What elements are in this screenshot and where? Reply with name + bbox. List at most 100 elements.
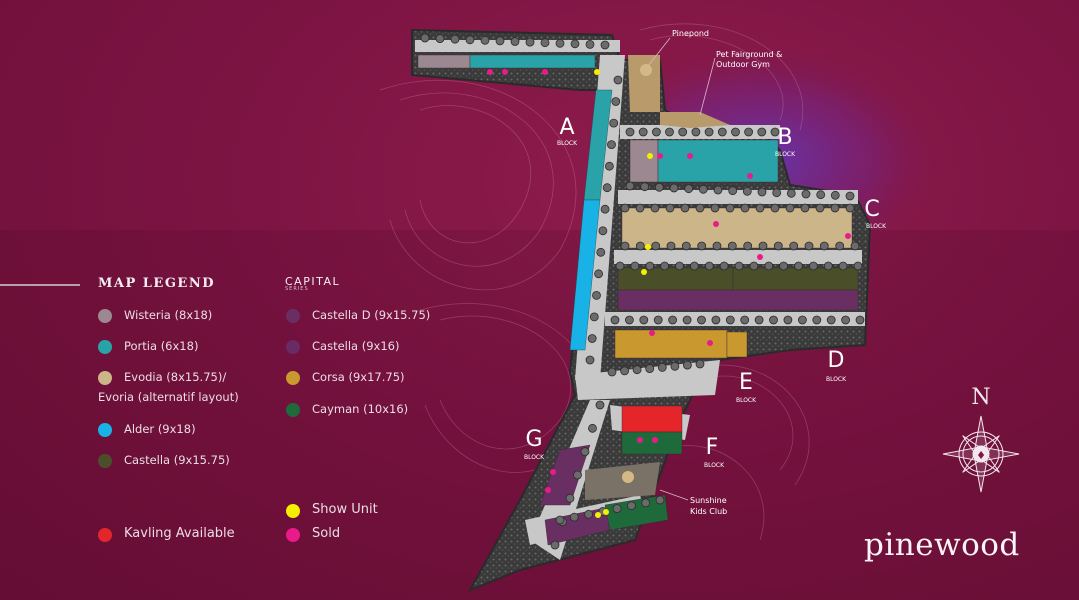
tree-icon	[654, 182, 664, 192]
tree-icon	[764, 261, 774, 271]
sold-marker	[707, 340, 713, 346]
lots-block-f	[621, 405, 683, 455]
tree-icon	[609, 118, 619, 128]
show-unit-marker	[641, 269, 647, 275]
tree-icon	[816, 190, 826, 200]
kids-club-label-1: Sunshine	[690, 496, 727, 505]
tree-icon	[595, 400, 605, 410]
tree-icon	[420, 33, 430, 43]
tree-icon	[704, 127, 714, 137]
swatch-icon	[286, 504, 300, 518]
sold-marker	[652, 437, 658, 443]
tree-icon	[830, 190, 840, 200]
tree-icon	[712, 241, 722, 251]
tree-icon	[783, 315, 793, 325]
tree-icon	[540, 38, 550, 48]
tree-icon	[744, 127, 753, 137]
tree-icon	[665, 203, 675, 213]
tree-icon	[717, 127, 727, 137]
tree-icon	[773, 241, 783, 251]
tree-icon	[678, 127, 688, 137]
tree-icon	[615, 261, 625, 271]
tree-icon	[754, 315, 764, 325]
legend-item-alder: Alder (9x18)	[98, 422, 196, 439]
sold-marker	[542, 69, 548, 75]
pet-fairground-area	[660, 112, 730, 128]
tree-icon	[660, 261, 669, 271]
tree-icon	[638, 127, 648, 137]
tree-icon	[850, 241, 860, 251]
swatch-icon	[98, 423, 112, 437]
tree-icon	[835, 241, 845, 251]
tree-icon	[555, 38, 565, 48]
swatch-icon	[286, 340, 300, 354]
kids-club-area	[585, 462, 660, 500]
tree-icon	[670, 361, 680, 371]
tree-icon	[555, 515, 565, 525]
tree-icon	[830, 203, 840, 213]
tree-icon	[666, 241, 676, 251]
tree-icon	[684, 184, 694, 194]
legend-label: Sold	[312, 526, 341, 541]
tree-icon	[584, 509, 593, 519]
block-a-sub: BLOCK	[557, 140, 578, 147]
tree-icon	[819, 241, 829, 251]
legend-label-line2: Evoria (alternatif layout)	[98, 390, 239, 404]
compass: N ♦	[940, 385, 1022, 495]
tree-icon	[598, 226, 608, 236]
sold-marker	[649, 330, 655, 336]
swatch-icon	[98, 340, 112, 354]
tree-icon	[743, 241, 753, 251]
tree-icon	[610, 315, 620, 325]
lots-a-top	[417, 54, 596, 69]
tree-icon	[725, 203, 735, 213]
pinepond-label: Pinepond	[672, 29, 709, 38]
block-b-sub: BLOCK	[775, 151, 796, 158]
sold-marker	[545, 487, 551, 493]
tree-icon	[580, 447, 590, 457]
tree-icon	[698, 184, 708, 194]
tree-icon	[585, 355, 595, 365]
legend-rule	[0, 284, 80, 286]
tree-icon	[650, 203, 660, 213]
tree-icon	[607, 140, 616, 150]
tree-icon	[711, 315, 721, 325]
tree-icon	[838, 261, 848, 271]
tree-icon	[587, 334, 597, 343]
legend-label: Show Unit	[312, 502, 378, 517]
tree-icon	[845, 203, 855, 213]
tree-icon	[640, 182, 650, 192]
tree-icon	[450, 34, 460, 44]
tree-icon	[495, 36, 505, 46]
sold-marker	[747, 173, 753, 179]
tree-icon	[585, 40, 595, 49]
sold-marker	[657, 153, 663, 159]
tree-icon	[600, 40, 610, 50]
block-a-letter: A	[559, 115, 574, 140]
tree-icon	[655, 495, 665, 505]
capital-series-title: CAPITAL	[285, 275, 341, 288]
pinepond-area	[628, 55, 660, 112]
block-d-sub: BLOCK	[826, 376, 847, 383]
brand-logo: pinewood	[864, 527, 1020, 563]
tree-icon	[680, 203, 690, 213]
legend-item-show-unit: Show Unit	[286, 502, 378, 520]
tree-icon	[620, 366, 629, 376]
trees	[420, 33, 865, 550]
legend-label: Kavling Available	[124, 526, 235, 541]
block-f-sub: BLOCK	[704, 462, 725, 469]
tree-icon	[639, 315, 649, 325]
swatch-icon	[98, 371, 112, 385]
swatch-icon	[286, 403, 300, 417]
tree-icon	[480, 35, 490, 45]
block-e-letter: E	[739, 370, 753, 395]
outdoor-gym-label: Outdoor Gym	[716, 60, 770, 69]
tree-icon	[695, 203, 705, 213]
tree-icon	[798, 315, 807, 325]
tree-icon	[728, 186, 738, 196]
legend-item-cayman: Cayman (10x16)	[286, 402, 408, 419]
legend-item-sold: Sold	[286, 526, 341, 544]
tree-icon	[594, 269, 603, 279]
legend-item-castella: Castella (9x15.75)	[98, 453, 230, 470]
legend-label: Evodia (8x15.75)/ Evoria (alternatif lay…	[98, 367, 239, 407]
